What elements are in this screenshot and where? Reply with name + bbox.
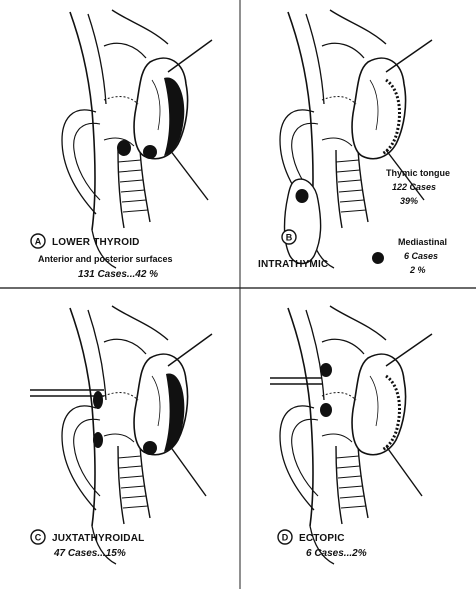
thymic-tongue-label: Thymic tongue	[386, 168, 450, 178]
panel-c: C JUXTATHYROIDAL 47 Cases...15%	[30, 306, 212, 564]
panel-c-title: JUXTATHYROIDAL	[52, 533, 144, 544]
panel-c-stats: 47 Cases...15%	[53, 548, 126, 559]
panel-b-title: INTRATHYMIC	[258, 259, 328, 270]
panel-d-title: ECTOPIC	[299, 533, 345, 544]
thymic-tongue-cases: 122 Cases	[392, 182, 436, 192]
thymic-tongue-percent: 39%	[400, 196, 418, 206]
panel-b-gland-tongue	[296, 189, 309, 203]
mediastinal-cases: 6 Cases	[404, 251, 438, 261]
mediastinal-label: Mediastinal	[398, 237, 447, 247]
panel-a-letter-badge: A	[31, 234, 45, 248]
panel-b-letter-badge: B	[282, 230, 296, 244]
panel-a-gland-1	[117, 140, 131, 156]
panel-c-gland-1	[93, 391, 103, 409]
panel-d-gland-lower	[320, 403, 332, 417]
svg-text:C: C	[35, 533, 42, 543]
panel-d-letter-badge: D	[278, 530, 292, 544]
panel-c-letter-badge: C	[31, 530, 45, 544]
panel-a-title: LOWER THYROID	[52, 237, 140, 248]
panel-d-illustration	[270, 306, 432, 564]
panel-b: Thymic tongue 122 Cases 39% Mediastinal …	[258, 10, 450, 275]
panel-b-gland-mediastinal	[372, 252, 384, 264]
panel-d: D ECTOPIC 6 Cases...2%	[270, 306, 432, 564]
svg-text:B: B	[286, 233, 293, 243]
panel-d-gland-upper	[320, 363, 332, 377]
panel-c-gland-2	[93, 432, 103, 448]
panel-c-illustration	[30, 306, 212, 564]
panel-d-stats: 6 Cases...2%	[306, 548, 367, 559]
panel-c-gland-3	[143, 441, 157, 455]
mediastinal-percent: 2 %	[409, 265, 426, 275]
svg-text:A: A	[35, 237, 42, 247]
svg-text:D: D	[282, 533, 289, 543]
panel-a-gland-2	[143, 145, 157, 159]
panel-a-stats: 131 Cases...42 %	[78, 269, 158, 280]
panel-a: A LOWER THYROID Anterior and posterior s…	[31, 10, 212, 280]
panel-b-illustration	[280, 10, 432, 268]
panel-a-subtitle: Anterior and posterior surfaces	[38, 254, 173, 264]
panel-a-illustration	[62, 10, 212, 268]
